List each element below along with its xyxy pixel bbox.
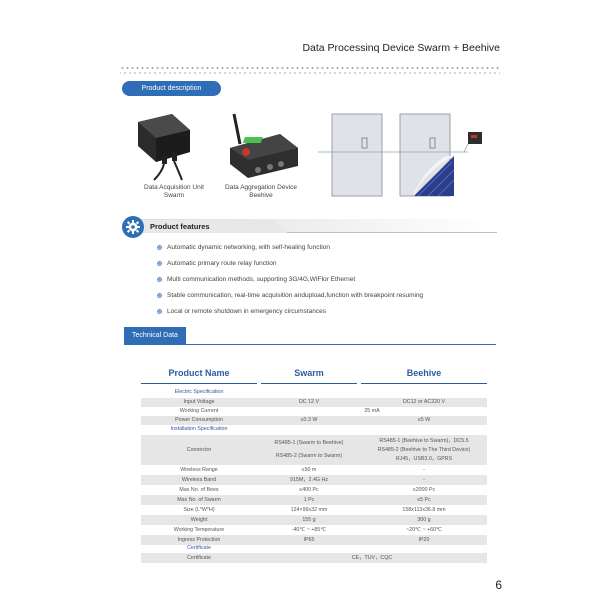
table-row: Ingress Protection IP65 IP20 <box>141 535 487 545</box>
table-row: Wireless Band 915M，2.4G Hz - <box>141 475 487 485</box>
table-row: Working Temperature -40℃ ~ +85℃ ~20℃ ~ +… <box>173 526 442 533</box>
table-row: Working Current 25 mA <box>179 408 380 414</box>
section-electric: Electric Specification <box>174 389 224 395</box>
feature-item: Multi communication methods, supporting … <box>157 276 355 283</box>
swarm-caption-line2: Swarm <box>163 192 185 199</box>
table-row: Weight 155 g 300 g <box>141 515 487 525</box>
feature-item: Automatic dynamic networking, with self-… <box>157 244 330 251</box>
beehive-device-image <box>230 113 298 178</box>
swarm-caption-line1: Data Acquisition Unit <box>144 184 204 191</box>
features-underline <box>287 232 497 233</box>
header-swarm: Swarm <box>261 363 357 384</box>
swarm-device-image <box>138 114 190 181</box>
section-certificate: Certificate <box>187 545 211 551</box>
table-row: Max No. of Bees ≤400 Pc ≤2000 Pc <box>179 486 436 493</box>
product-features-label: Product features <box>150 222 210 231</box>
table-row: Connector RS485-1 (Swarm to Beehive) RS4… <box>141 435 487 465</box>
table-row: Size (L*W*H) 124×99x32 mm 158x113x36.8 m… <box>183 506 446 513</box>
beehive-caption-line2: Beehive <box>249 192 273 199</box>
table-row: Max No. of Swarm 1 Pc ≤5 Pc <box>141 495 487 505</box>
table-row: Input Voltage DC 12 V DC12 or AC220 V <box>141 398 487 407</box>
features-tab <box>137 220 287 233</box>
dotted-divider-lower <box>120 71 500 75</box>
technical-data-label: Technical Data <box>124 327 186 345</box>
technical-data-underline <box>124 344 496 345</box>
bullet-icon <box>157 261 162 266</box>
feature-item: Automatic primary route relay function <box>157 260 276 267</box>
bullet-icon <box>157 277 162 282</box>
solar-panel-diagram <box>318 113 482 197</box>
beehive-caption-line1: Data Aggregation Device <box>225 184 297 191</box>
table-row: Power Consumption ≤0.3 W ≤5 W <box>141 416 487 425</box>
page-number: 6 <box>495 578 502 592</box>
bullet-icon <box>157 309 162 314</box>
table-row: Wireless Range ≤50 m - <box>180 466 425 473</box>
product-description-label: Product description <box>122 81 221 96</box>
feature-item: Stable communication, real-time acquisit… <box>157 292 423 299</box>
header-beehive: Beehive <box>361 363 487 384</box>
gear-icon <box>122 216 144 238</box>
bullet-icon <box>157 293 162 298</box>
table-row: Certificate CE，TUV，CQC <box>141 553 487 563</box>
page-title: Data Processinq Device Swarm + Beehive <box>302 42 500 54</box>
bullet-icon <box>157 245 162 250</box>
header-product-name: Product Name <box>141 363 257 384</box>
feature-item: Local or remote shutdown in emergency ci… <box>157 308 326 315</box>
dotted-divider <box>120 66 500 70</box>
section-installation: Installation Specification <box>170 426 228 432</box>
